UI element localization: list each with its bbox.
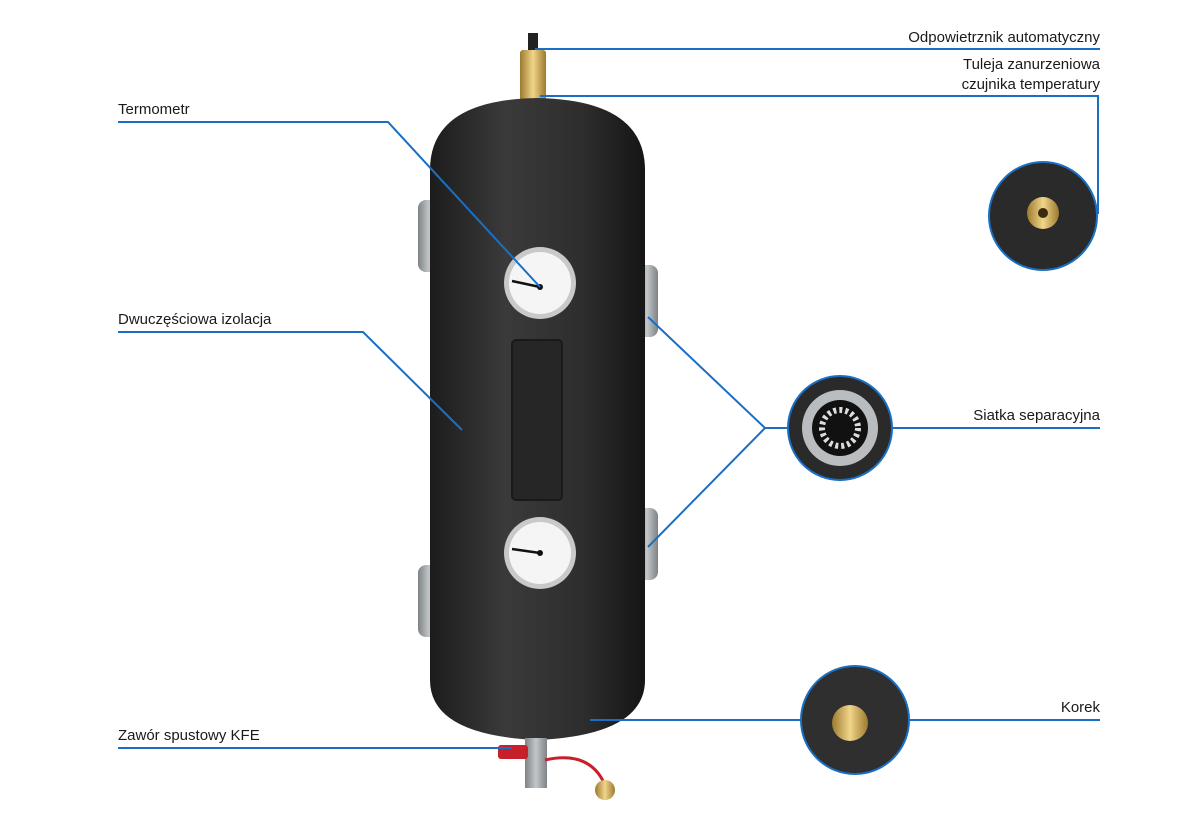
label-sensor-sleeve-1: Tuleja zanurzeniowa	[962, 56, 1100, 73]
thermometer-lower	[504, 517, 576, 589]
detail-sensor-sleeve	[988, 161, 1098, 271]
label-air-vent: Odpowietrznik automatyczny	[908, 29, 1100, 46]
label-sensor-sleeve-2: czujnika temperatury	[961, 76, 1100, 93]
drain-valve-strap	[544, 756, 607, 786]
leader-mesh-upper	[647, 316, 766, 429]
label-plug: Korek	[1060, 699, 1100, 716]
detail-plug	[800, 665, 910, 775]
label-thermometer: Termometr	[118, 101, 190, 118]
label-drain-valve: Zawór spustowy KFE	[118, 727, 260, 744]
label-separation-mesh: Siatka separacyjna	[973, 407, 1100, 424]
drain-valve-body	[525, 738, 547, 788]
label-insulation: Dwuczęściowa izolacja	[118, 311, 272, 328]
nameplate-recess	[511, 339, 563, 501]
leader-sensor-sleeve	[540, 95, 1099, 214]
drain-valve-cap	[595, 780, 615, 800]
thermometer-upper	[504, 247, 576, 319]
leader-mesh-lower	[647, 427, 766, 548]
leader-thermometer	[118, 121, 541, 288]
air-vent-body	[520, 50, 546, 102]
leader-lines	[118, 48, 1100, 749]
leader-insulation	[118, 331, 463, 431]
detail-separation-mesh	[787, 375, 893, 481]
air-vent-cap	[528, 33, 538, 51]
